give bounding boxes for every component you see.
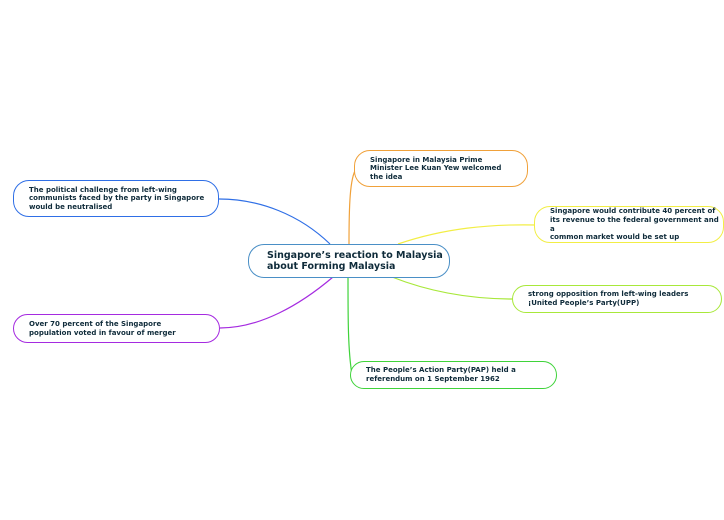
node-lee-kuan-yew-label: Singapore in Malaysia Prime Minister Lee… <box>370 155 502 181</box>
node-vote-label: Over 70 percent of the Singapore populat… <box>29 319 176 337</box>
node-opposition[interactable]: strong opposition from left-wing leaders… <box>512 285 722 313</box>
connector-lee-kuan-yew <box>348 168 357 245</box>
node-revenue-label: Singapore would contribute 40 percent of… <box>550 207 719 242</box>
node-communists-label: The political challenge from left-wing c… <box>29 185 205 211</box>
node-vote[interactable]: Over 70 percent of the Singapore populat… <box>13 314 220 343</box>
node-opposition-label: strong opposition from left-wing leaders… <box>528 290 689 307</box>
connector-referendum <box>347 276 353 376</box>
connector-opposition <box>391 276 514 300</box>
connector-lines <box>218 168 537 376</box>
node-lee-kuan-yew[interactable]: Singapore in Malaysia Prime Minister Lee… <box>354 150 528 187</box>
node-referendum[interactable]: The People’s Action Party(PAP) held a re… <box>350 361 557 389</box>
node-revenue[interactable]: Singapore would contribute 40 percent of… <box>534 206 724 243</box>
connector-communists <box>218 198 331 245</box>
central-topic-label: Singapore’s reaction to Malaysia about F… <box>267 249 443 273</box>
node-referendum-label: The People’s Action Party(PAP) held a re… <box>366 366 516 383</box>
node-communists[interactable]: The political challenge from left-wing c… <box>13 180 219 217</box>
connector-vote <box>219 276 334 329</box>
connector-revenue <box>397 224 537 245</box>
central-topic[interactable]: Singapore’s reaction to Malaysia about F… <box>248 244 450 278</box>
